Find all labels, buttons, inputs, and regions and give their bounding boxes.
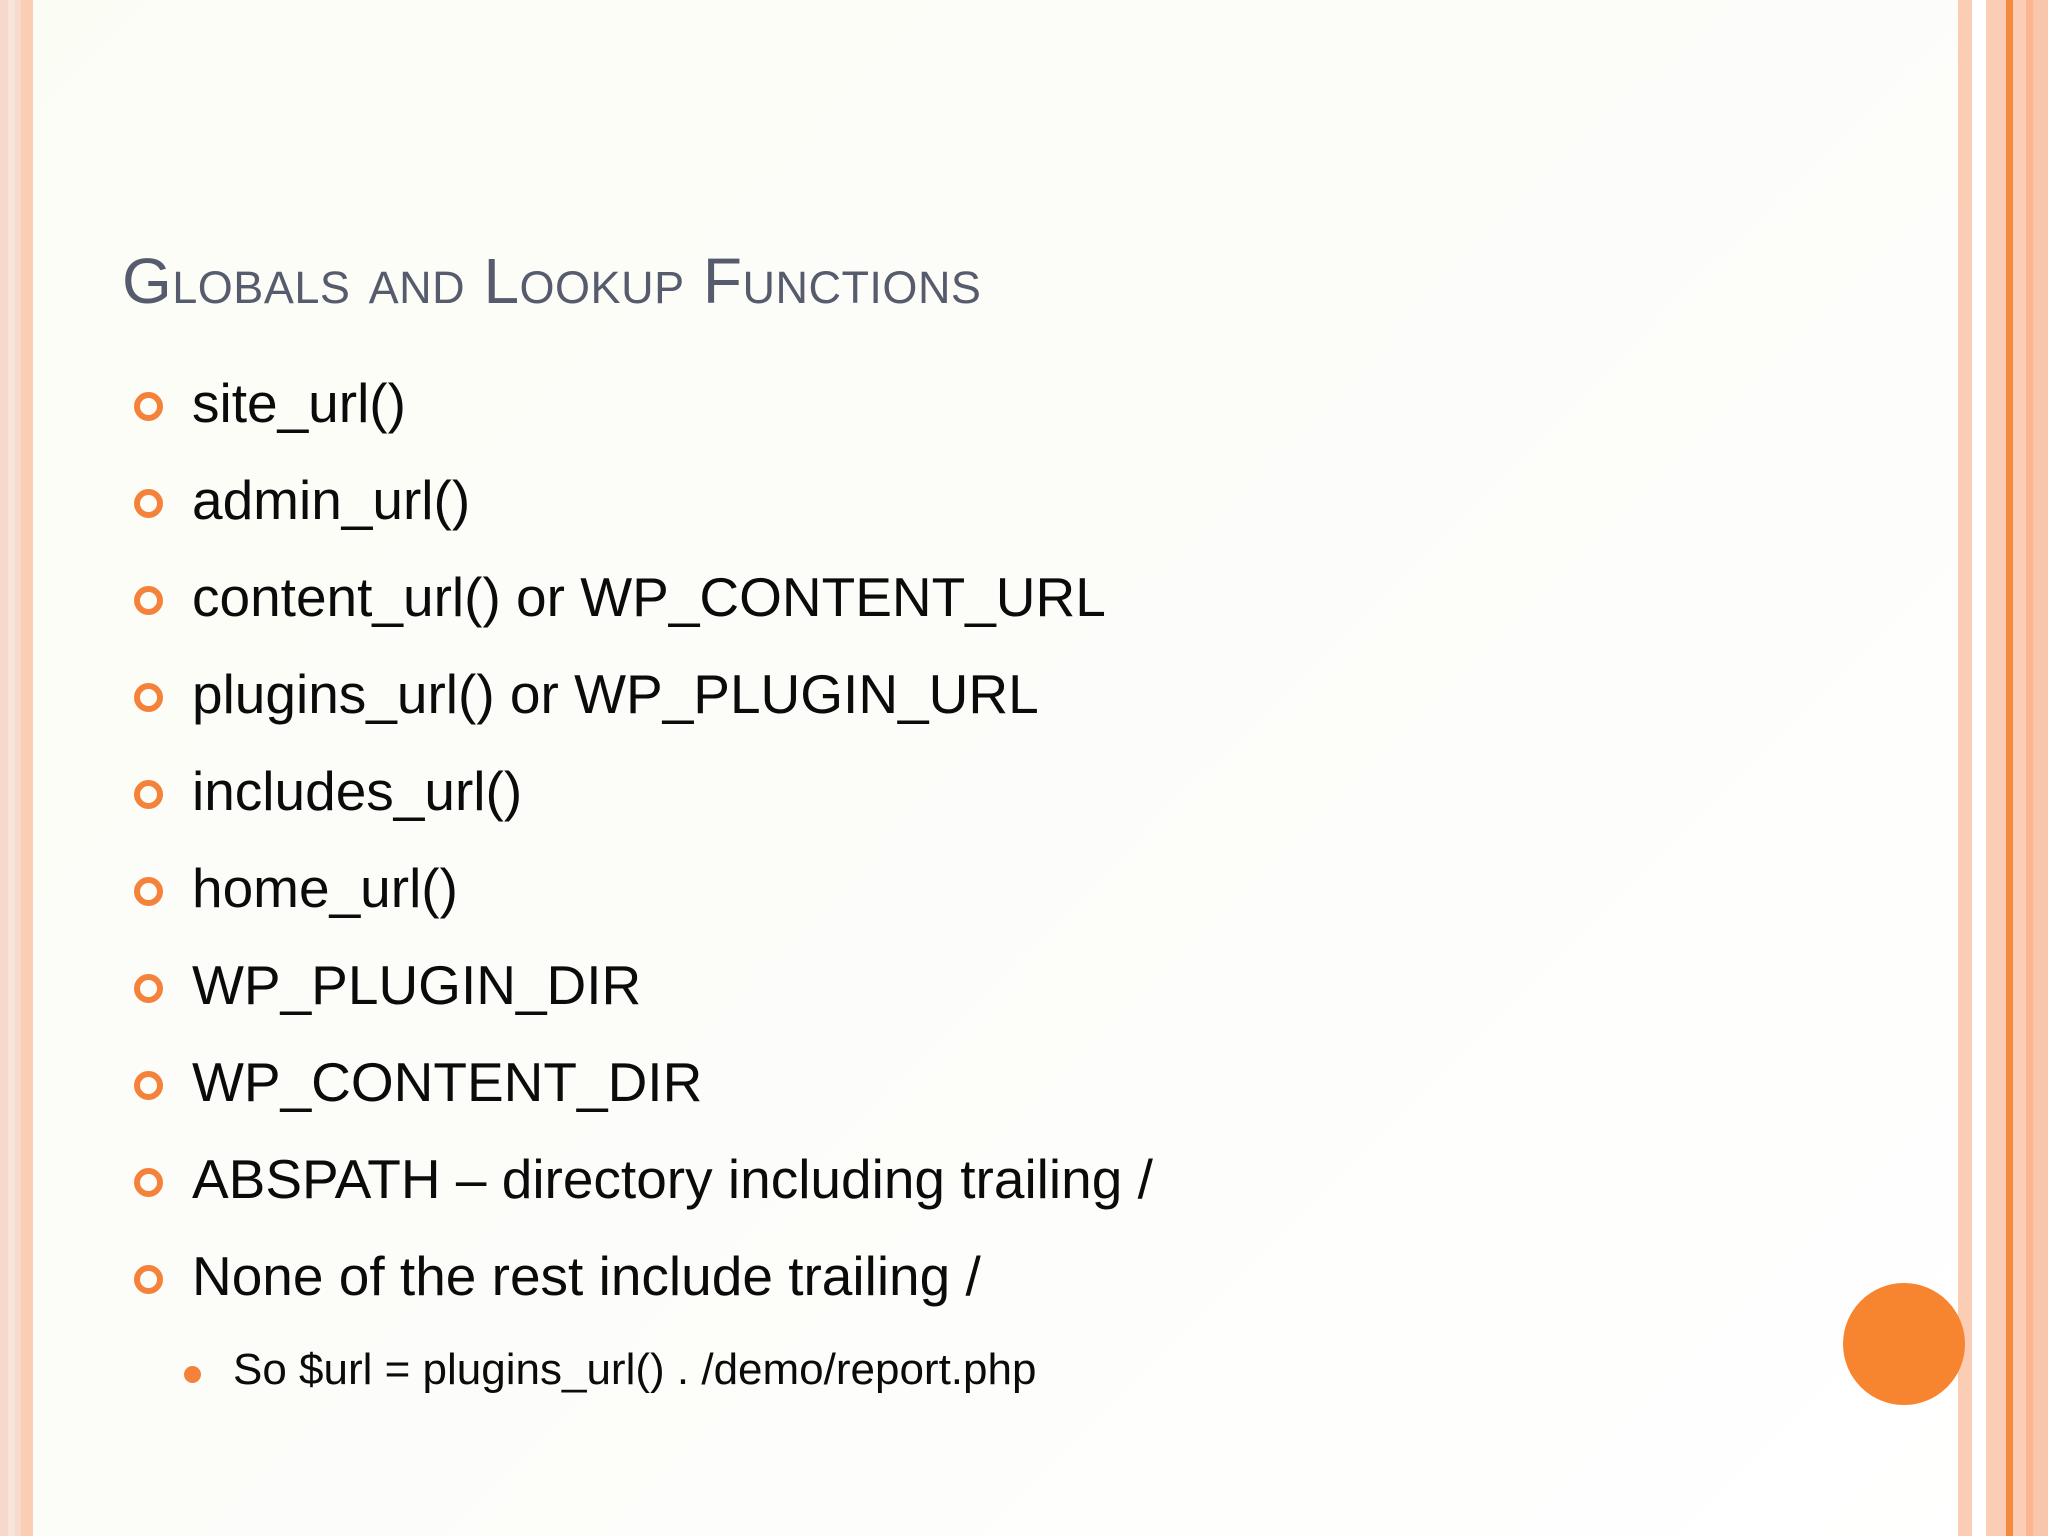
list-item: ABSPATH – directory including trailing /	[122, 1146, 1802, 1243]
list-item: content_url() or WP_CONTENT_URL	[122, 564, 1802, 661]
right-stripe-3	[1986, 0, 2006, 1536]
list-item-label: ABSPATH – directory including trailing /	[192, 1148, 1153, 1210]
list-item-label: admin_url()	[192, 469, 471, 531]
list-item: admin_url()	[122, 467, 1802, 564]
ring-bullet-icon	[134, 1265, 163, 1294]
left-stripe-2	[8, 0, 15, 1536]
list-item-label: includes_url()	[192, 760, 523, 822]
list-item: WP_CONTENT_DIR	[122, 1049, 1802, 1146]
ring-bullet-icon	[134, 1071, 163, 1100]
ring-bullet-icon	[134, 780, 163, 809]
sub-list-item-label: So $url = plugins_url() . /demo/report.p…	[233, 1345, 1037, 1394]
list-item-label: WP_PLUGIN_DIR	[192, 954, 642, 1016]
bullet-list: site_url() admin_url() content_url() or …	[122, 370, 1802, 1426]
left-stripe-1	[0, 0, 8, 1536]
list-item: includes_url()	[122, 758, 1802, 855]
list-item: site_url()	[122, 370, 1802, 467]
sub-list-item: So $url = plugins_url() . /demo/report.p…	[184, 1340, 1802, 1426]
ring-bullet-icon	[134, 392, 163, 421]
right-stripe-6	[2026, 0, 2033, 1536]
ring-bullet-icon	[134, 683, 163, 712]
list-item: None of the rest include trailing /	[122, 1243, 1802, 1340]
ring-bullet-icon	[134, 974, 163, 1003]
ring-bullet-icon	[134, 1168, 163, 1197]
list-item: home_url()	[122, 855, 1802, 952]
slide-title: Globals and Lookup Functions	[122, 244, 982, 317]
list-item-label: content_url() or WP_CONTENT_URL	[192, 566, 1106, 628]
ring-bullet-icon	[134, 877, 163, 906]
list-item-label: home_url()	[192, 857, 458, 919]
list-item-label: WP_CONTENT_DIR	[192, 1051, 703, 1113]
list-item: plugins_url() or WP_PLUGIN_URL	[122, 661, 1802, 758]
list-item: WP_PLUGIN_DIR	[122, 952, 1802, 1049]
dot-bullet-icon	[184, 1366, 201, 1383]
list-item-label: plugins_url() or WP_PLUGIN_URL	[192, 663, 1039, 725]
list-item-label: site_url()	[192, 372, 406, 434]
left-stripe-4	[21, 0, 33, 1536]
right-stripe-7	[2033, 0, 2048, 1536]
decorative-circle	[1843, 1283, 1965, 1405]
ring-bullet-icon	[134, 586, 163, 615]
left-stripe-3	[15, 0, 21, 1536]
right-stripe-5	[2013, 0, 2026, 1536]
right-stripe-2	[1972, 0, 1986, 1536]
list-item-label: None of the rest include trailing /	[192, 1245, 981, 1307]
right-stripe-1	[1958, 0, 1972, 1536]
ring-bullet-icon	[134, 489, 163, 518]
right-stripe-accent	[2006, 0, 2013, 1536]
